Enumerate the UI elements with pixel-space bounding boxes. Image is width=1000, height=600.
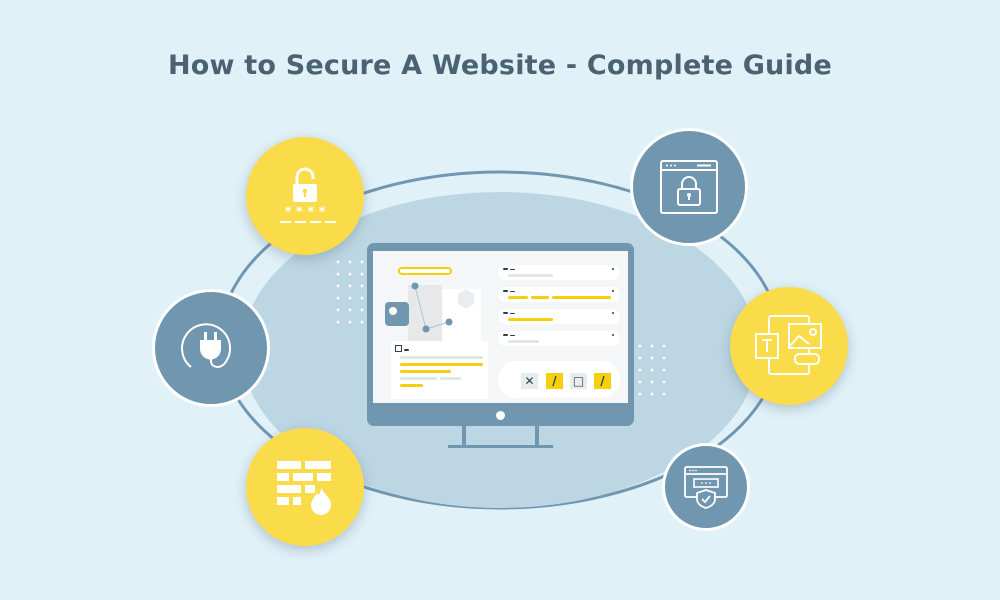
dot-pattern-right — [634, 340, 670, 400]
list-row-2[interactable] — [498, 287, 620, 302]
monitor-screen: ✕ / □ / — [373, 251, 628, 403]
password-security-badge: * * * * — [246, 137, 364, 255]
content-media-icon — [755, 315, 822, 375]
close-icon — [612, 290, 614, 292]
page-title: How to Secure A Website - Complete Guide — [168, 50, 832, 81]
plug-icon — [181, 323, 232, 368]
edit-tool-button-2[interactable]: / — [594, 373, 611, 389]
content-security-badge — [730, 287, 848, 405]
list-row-1[interactable] — [498, 265, 620, 280]
browser-security-badge — [630, 128, 748, 246]
checkbox-icon[interactable] — [395, 345, 402, 352]
close-icon — [612, 268, 614, 270]
power-button — [496, 411, 505, 420]
svg-text:* * * *: * * * * — [285, 205, 326, 220]
text-card — [391, 341, 488, 399]
square-tool-button[interactable]: □ — [570, 373, 587, 389]
image-gray-block — [408, 285, 442, 343]
node-graph-icon — [411, 282, 474, 333]
close-tool-button[interactable]: ✕ — [521, 373, 538, 389]
close-icon — [612, 312, 614, 314]
plugin-security-badge — [152, 289, 270, 407]
image-canvas — [398, 267, 481, 347]
close-icon — [612, 334, 614, 336]
search-pill[interactable] — [398, 267, 452, 275]
browser-lock-icon — [660, 160, 718, 214]
browser-shield-badge — [662, 443, 750, 531]
monitor-stand-left — [462, 426, 466, 446]
monitor-stand-right — [535, 426, 539, 446]
monitor-base — [448, 445, 553, 448]
browser-shield-icon — [684, 466, 728, 509]
password-lock-icon: * * * * — [280, 167, 336, 223]
list-row-3[interactable] — [498, 309, 620, 324]
edit-tool-button[interactable]: / — [546, 373, 563, 389]
dot-pattern-left — [332, 256, 368, 328]
list-row-4[interactable] — [498, 331, 620, 346]
firewall-badge — [246, 428, 364, 546]
monitor: ✕ / □ / — [367, 243, 634, 426]
firewall-icon — [277, 461, 333, 515]
avatar-block — [385, 302, 409, 326]
